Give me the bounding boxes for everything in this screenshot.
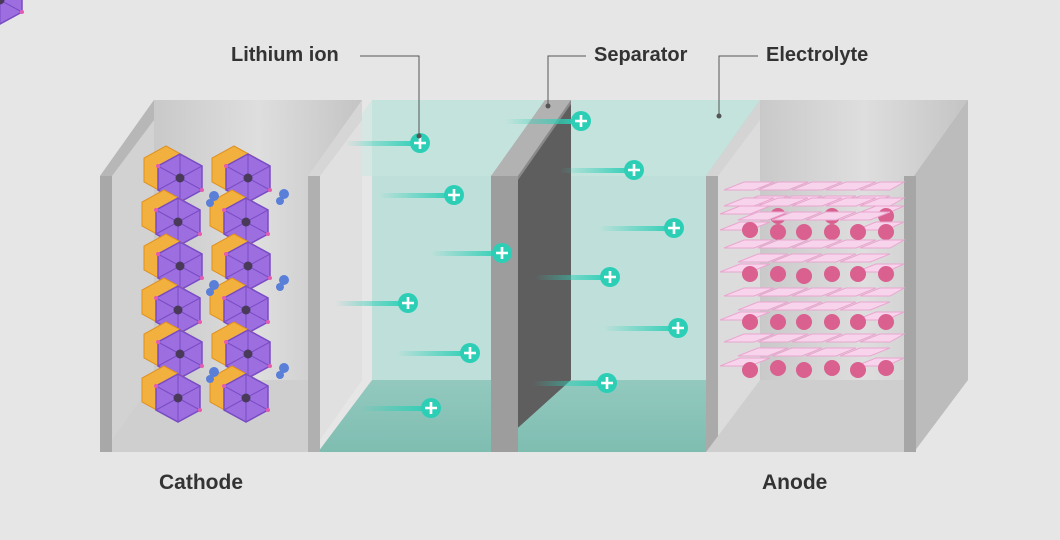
cathode-label: Cathode xyxy=(159,471,243,494)
lithium-ion-7 xyxy=(505,111,591,131)
electrolyte-leader xyxy=(718,55,758,116)
separator-leader-dot xyxy=(545,103,551,109)
lithium-ion-2 xyxy=(378,185,464,205)
lithium-ion-1 xyxy=(345,133,430,153)
lithium-ions xyxy=(335,111,688,418)
electrolyte-label: Electrolyte xyxy=(766,44,869,66)
lithium-ion-12 xyxy=(533,373,617,393)
lithium-ion-leader-dot xyxy=(416,133,422,139)
lithium-ion-leader xyxy=(360,55,420,136)
lithium-ion-3 xyxy=(430,243,512,263)
separator-label: Separator xyxy=(594,44,688,66)
lithium-ion-5 xyxy=(396,343,480,363)
lithium-ion-11 xyxy=(603,318,688,338)
lithium-ion-6 xyxy=(360,398,441,418)
lithium-ion-label: Lithium ion xyxy=(231,44,339,66)
cathode-crystal-structure xyxy=(0,0,289,423)
separator-leader xyxy=(547,55,586,106)
cathode-block xyxy=(100,100,362,452)
lithium-ion-9 xyxy=(598,218,684,238)
callout-leaders xyxy=(360,55,758,136)
anode-graphite-layers xyxy=(719,181,906,378)
anode-label: Anode xyxy=(762,471,828,494)
lithium-ion-8 xyxy=(560,160,644,180)
lithium-ion-10 xyxy=(535,267,620,287)
electrolyte-floor xyxy=(318,380,760,452)
electrolyte-leader-dot xyxy=(716,113,722,119)
lithium-ion-4 xyxy=(335,293,418,313)
